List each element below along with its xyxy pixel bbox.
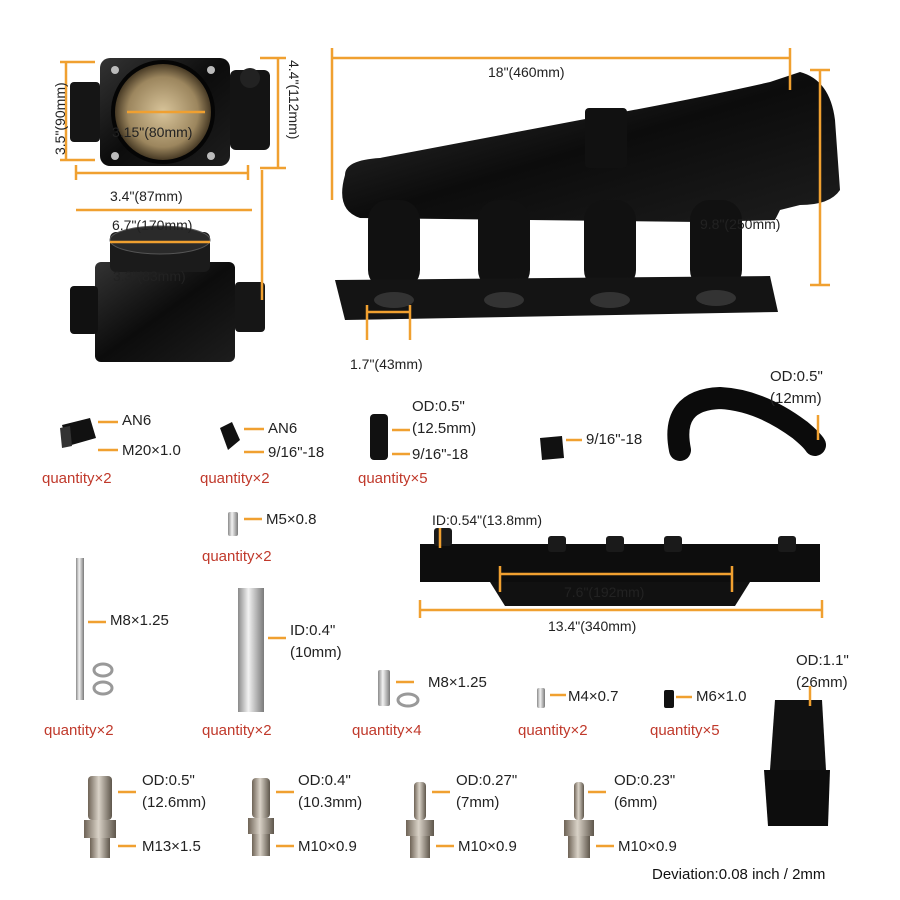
throttle-outlet-dim: 3.3"(83mm) xyxy=(113,268,186,284)
bolt-m8-qty: quantity×4 xyxy=(352,722,422,739)
manifold-height-dim: 9.8"(250mm) xyxy=(700,216,781,232)
throttle-height-dim: 3.5"(90mm) xyxy=(52,82,68,155)
fitting-1-qty: quantity×2 xyxy=(42,470,112,487)
spacer-qty: quantity×2 xyxy=(202,722,272,739)
barb-3-od: OD:0.27" xyxy=(456,772,518,789)
stud-qty: quantity×2 xyxy=(44,722,114,739)
hose-od: OD:0.5" xyxy=(770,368,823,385)
barb-2-thread: M10×0.9 xyxy=(298,838,357,855)
barb-3-thread: M10×0.9 xyxy=(458,838,517,855)
adapter-od: OD:1.1" xyxy=(796,652,849,669)
barb-4-od-mm: (6mm) xyxy=(614,794,658,811)
barb-2-od: OD:0.4" xyxy=(298,772,351,789)
fitting-2-label-1: AN6 xyxy=(268,420,298,437)
barb-4-thread: M10×0.9 xyxy=(618,838,677,855)
fitting-2-label-2: 9/16"-18 xyxy=(268,444,325,461)
throttle-length-dim: 6.7"(170mm) xyxy=(112,217,193,233)
bolt-m6-label: M6×1.0 xyxy=(696,688,747,705)
barb-1-od-mm: (12.6mm) xyxy=(142,794,207,811)
throttle-bore-dim: 3.15"(80mm) xyxy=(112,124,193,140)
spacer-id-mm: (10mm) xyxy=(290,644,342,661)
barb-1-thread: M13×1.5 xyxy=(142,838,201,855)
fitting-2-qty: quantity×2 xyxy=(200,470,270,487)
fuel-rail-id: ID:0.54"(13.8mm) xyxy=(432,512,543,528)
fuel-rail-mount: 7.6"(192mm) xyxy=(564,584,645,600)
manifold-length-dim: 18"(460mm) xyxy=(488,64,565,80)
fitting-1-label-1: AN6 xyxy=(122,412,152,429)
fuel-rail-length: 13.4"(340mm) xyxy=(548,618,637,634)
barb-3-od-mm: (7mm) xyxy=(456,794,500,811)
bolt-m4-qty: quantity×2 xyxy=(518,722,588,739)
barb-1-od: OD:0.5" xyxy=(142,772,195,789)
bolt-m8-label: M8×1.25 xyxy=(428,674,487,691)
bolt-m4-label: M4×0.7 xyxy=(568,688,619,705)
hose-od-mm: (12mm) xyxy=(770,390,822,407)
deviation-note: Deviation:0.08 inch / 2mm xyxy=(652,866,826,883)
bolt-m5-label: M5×0.8 xyxy=(266,511,317,528)
manifold-port-dim: 1.7"(43mm) xyxy=(350,356,423,372)
fitting-3-label-1b: (12.5mm) xyxy=(412,420,477,437)
throttle-outer-height-dim: 4.4"(112mm) xyxy=(286,60,302,140)
fitting-3-qty: quantity×5 xyxy=(358,470,428,487)
spacer-id: ID:0.4" xyxy=(290,622,336,639)
bolt-m5-qty: quantity×2 xyxy=(202,548,272,565)
adapter-od-mm: (26mm) xyxy=(796,674,848,691)
barb-2-od-mm: (10.3mm) xyxy=(298,794,363,811)
bolt-m6-qty: quantity×5 xyxy=(650,722,720,739)
fitting-3-label-2: 9/16"-18 xyxy=(412,446,469,463)
fitting-4-label: 9/16"-18 xyxy=(586,431,643,448)
fitting-1-label-2: M20×1.0 xyxy=(122,442,181,459)
fitting-3-label-1: OD:0.5" xyxy=(412,398,465,415)
throttle-width-dim: 3.4"(87mm) xyxy=(110,188,183,204)
barb-4-od: OD:0.23" xyxy=(614,772,676,789)
stud-label: M8×1.25 xyxy=(110,612,169,629)
